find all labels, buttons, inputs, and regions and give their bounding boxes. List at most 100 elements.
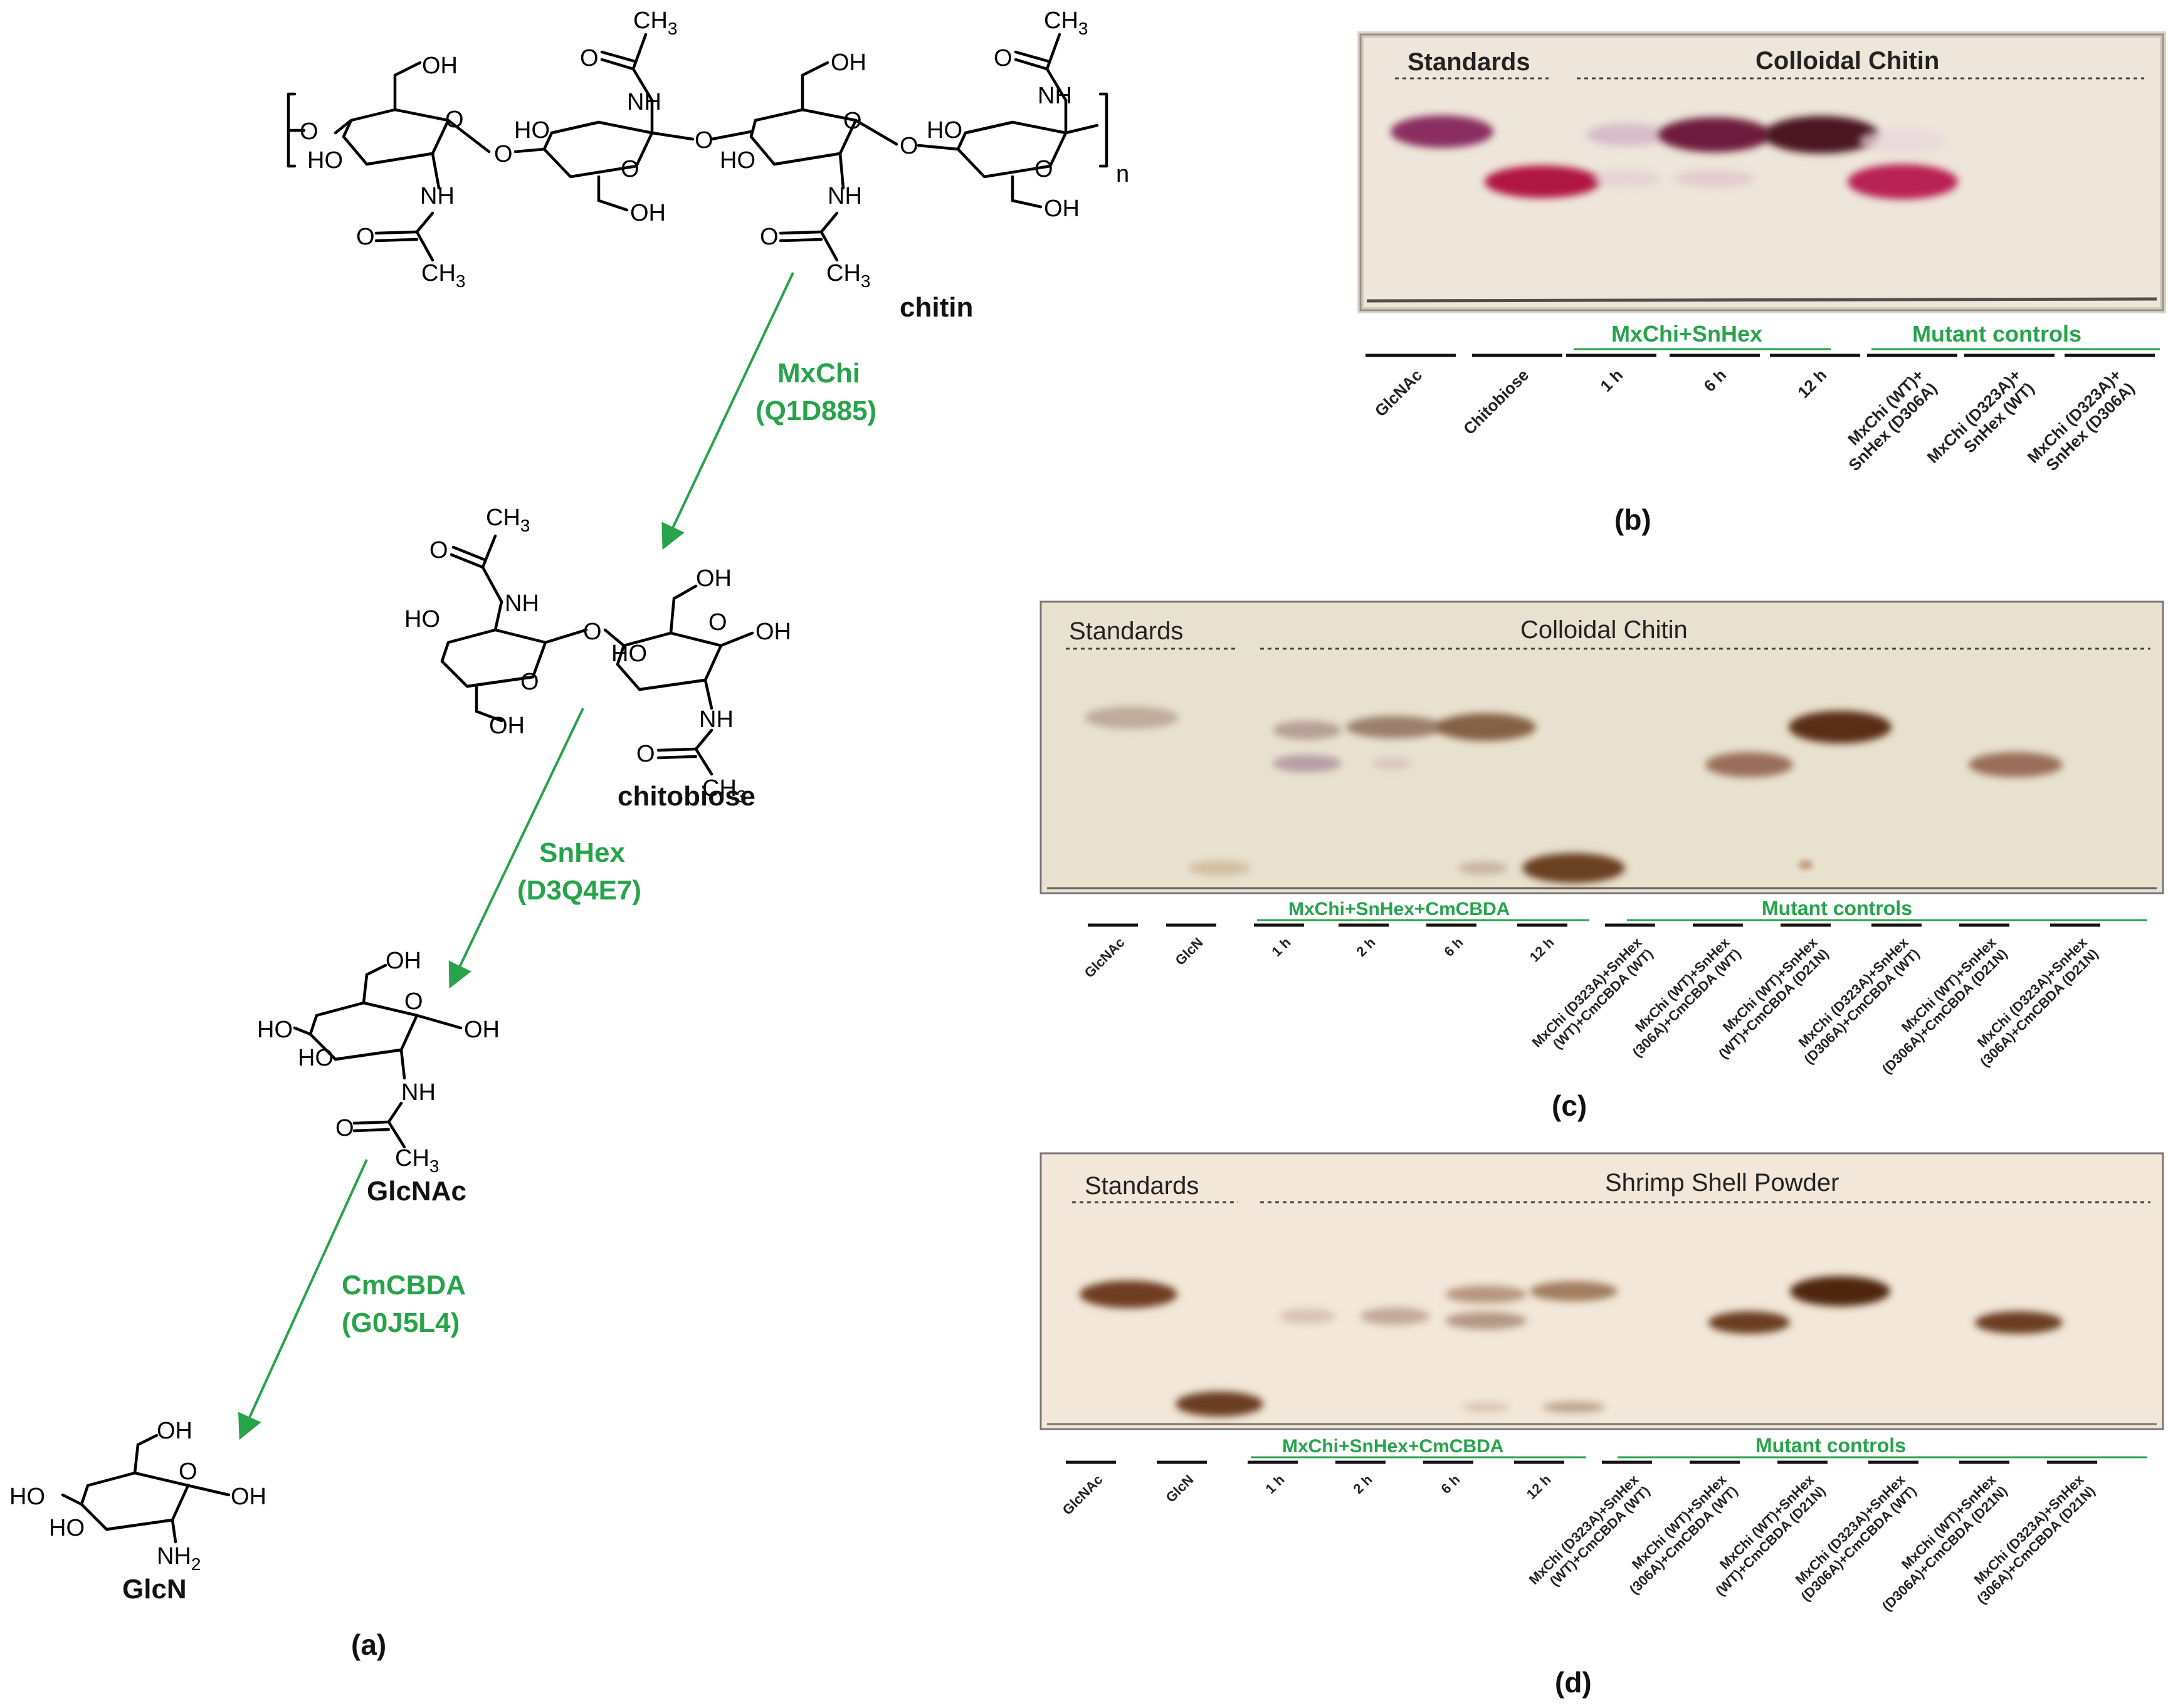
svg-text:HO: HO <box>514 117 550 144</box>
spot-b-chitobiose <box>1485 165 1600 198</box>
svg-text:OH: OH <box>1044 196 1080 222</box>
svg-text:CH3: CH3 <box>395 1145 439 1176</box>
glcn-atom-labels: OH O OH HO HO NH2 <box>9 1418 266 1574</box>
spot-b-glcnac <box>1391 115 1493 148</box>
panel_d-lane-label-2: GlcN <box>1163 1472 1197 1506</box>
panel_b-lane-label-1: GlcNAc <box>1371 365 1426 421</box>
panel_d-lane-label-6: 12 h <box>1523 1472 1554 1502</box>
svg-text:NH: NH <box>699 706 734 733</box>
svg-text:O: O <box>429 537 448 563</box>
panel-b-label: (b) <box>1614 503 1651 536</box>
svg-text:HO: HO <box>720 147 755 174</box>
svg-text:O: O <box>494 141 513 167</box>
enzyme-2-name: SnHex <box>539 837 625 868</box>
tlc-plate-c <box>1039 600 2164 894</box>
panel-d-label: (d) <box>1555 1666 1592 1699</box>
svg-text:HO: HO <box>611 641 647 667</box>
glcnac-atom-labels: OH O OH HO HO NH O CH3 <box>257 948 500 1176</box>
panel_d-lane-label-3: 1 h <box>1262 1472 1287 1497</box>
svg-text:HO: HO <box>257 1017 293 1043</box>
panel-d-spots <box>1080 1276 2063 1417</box>
svg-text:NH: NH <box>828 183 862 209</box>
svg-text:CH3: CH3 <box>633 8 677 38</box>
svg-text:NH: NH <box>420 183 455 209</box>
chitin-label: chitin <box>900 292 973 323</box>
panel-c-label: (c) <box>1552 1089 1587 1122</box>
svg-text:O: O <box>580 45 599 71</box>
panel-a-label: (a) <box>351 1628 386 1661</box>
svg-text:O: O <box>335 1115 354 1141</box>
chitobiose-atom-labels: CH3 O NH HO O O OH OH O OH HO NH O CH3 <box>404 505 791 806</box>
panel_b-lane-label-2: Chitobiose <box>1460 365 1532 438</box>
svg-text:NH: NH <box>627 89 661 115</box>
svg-text:OH: OH <box>755 619 791 645</box>
panel_b-lane-label-3: 1 h <box>1596 365 1626 396</box>
chitin-atom-labels: O OH O HO NH O CH3 O HO O NH O CH3 OH O … <box>300 8 1129 291</box>
svg-text:O: O <box>695 127 713 154</box>
panel_b-lane-label-6: MxChi (WT)+SnHex (D306A) <box>1831 365 1940 474</box>
svg-text:O: O <box>404 988 423 1015</box>
svg-text:OH: OH <box>386 948 421 974</box>
panel-b-spots <box>1391 115 1958 199</box>
svg-text:OH: OH <box>831 50 866 76</box>
panel_c-lane-label-6: 12 h <box>1527 935 1557 965</box>
svg-text:HO: HO <box>9 1484 45 1510</box>
svg-text:HO: HO <box>927 117 962 144</box>
chitin-structure <box>287 33 1108 262</box>
enzyme-1-name: MxChi <box>777 358 860 389</box>
panel_c-lane-label-1: GlcNAc <box>1081 935 1128 981</box>
spot-b-mut1 <box>1848 164 1958 199</box>
panel-d-group-2: Mutant controls <box>1755 1434 1906 1457</box>
svg-text:O: O <box>621 156 639 182</box>
panel-c-header-standards: Standards <box>1069 617 1183 645</box>
svg-text:O: O <box>583 619 602 645</box>
enzyme-3-name: CmCBDA <box>342 1270 466 1301</box>
panel_d-lane-label-4: 2 h <box>1350 1472 1375 1497</box>
panel_d-lane-label-5: 6 h <box>1438 1472 1463 1497</box>
svg-text:O: O <box>636 741 655 767</box>
svg-text:HO: HO <box>49 1515 85 1541</box>
enzyme-3-id: (G0J5L4) <box>342 1307 460 1338</box>
svg-text:NH: NH <box>401 1079 436 1106</box>
svg-text:O: O <box>445 107 464 133</box>
panel_b-lane-label-5: 12 h <box>1794 365 1830 402</box>
svg-text:O: O <box>300 118 318 145</box>
panel_c-lane-label-5: 6 h <box>1441 935 1466 960</box>
reaction-arrow-2 <box>448 708 584 989</box>
glcn-label: GlcN <box>122 1574 187 1605</box>
svg-text:O: O <box>179 1459 197 1485</box>
panel-b-group-1: MxChi+SnHex <box>1611 321 1762 347</box>
panel-d-group-1: MxChi+SnHex+CmCBDA <box>1282 1436 1503 1457</box>
panel-c-group-1: MxChi+SnHex+CmCBDA <box>1288 899 1510 919</box>
svg-text:CH3: CH3 <box>1044 8 1088 38</box>
svg-text:CH3: CH3 <box>702 775 746 806</box>
panel-b-header-sample: Colloidal Chitin <box>1755 47 1939 75</box>
panel-c-group-2: Mutant controls <box>1762 897 1912 919</box>
panel-b-group-2: Mutant controls <box>1912 321 2081 347</box>
svg-text:CH3: CH3 <box>421 260 465 291</box>
svg-text:n: n <box>1116 161 1129 187</box>
panel-d: Standards Shrimp Shell Powder MxChi+SnHe… <box>1039 1152 2164 1699</box>
panel_c-lane-label-4: 2 h <box>1353 935 1378 960</box>
svg-text:OH: OH <box>464 1017 500 1043</box>
glcnac-label: GlcNAc <box>367 1176 466 1207</box>
svg-text:O: O <box>708 609 727 636</box>
glcn-structure <box>61 1433 231 1544</box>
reaction-arrow-3 <box>238 1159 368 1440</box>
chitobiose-structure <box>440 534 754 776</box>
svg-text:HO: HO <box>298 1045 334 1071</box>
tlc-plate-b <box>1359 33 2164 312</box>
panel_b-lane-label-4: 6 h <box>1700 365 1730 396</box>
spot-b-6h <box>1658 117 1771 152</box>
svg-text:HO: HO <box>307 147 343 174</box>
panel_d-lane-label-1: GlcNAc <box>1060 1472 1106 1518</box>
panel-d-header-standards: Standards <box>1085 1172 1199 1200</box>
panel-c: Standards Colloidal Chitin MxChi+SnHex+C… <box>1039 600 2164 1122</box>
panel-a: O OH O HO NH O CH3 O HO O NH O CH3 OH O … <box>9 8 1129 1661</box>
panel-c-header-sample: Colloidal Chitin <box>1520 616 1688 644</box>
panel_b-lane-label-7: MxChi (D323A)+SnHex (WT) <box>1923 365 2038 480</box>
svg-text:OH: OH <box>489 713 525 739</box>
